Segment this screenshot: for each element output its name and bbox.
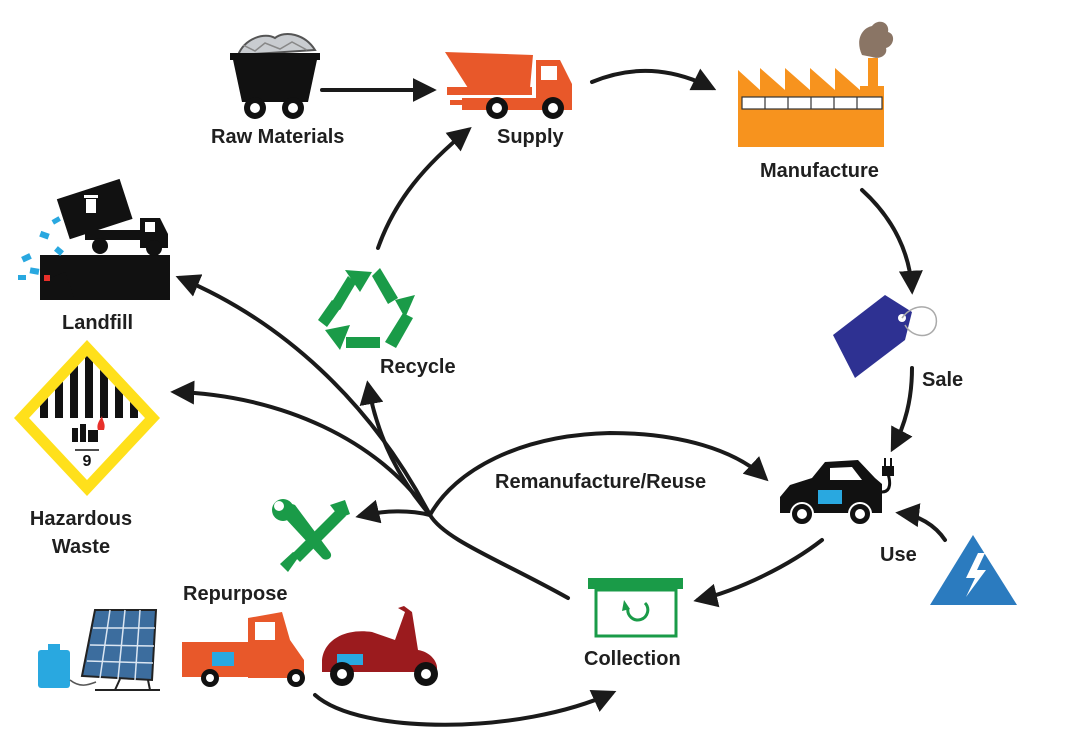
use-label: Use [880,544,917,566]
sale-label: Sale [922,369,964,391]
scooter-icon [322,606,438,686]
recycle-icon [318,268,415,350]
arrow-lightning-to-car [895,503,947,542]
manufacture-label: Manufacture [760,160,879,182]
factory-icon [738,21,894,147]
hazard-diamond-icon [14,340,160,496]
arrow-collection-to-hub [428,513,570,600]
tools-icon [272,499,350,572]
arrow-car-to-collection [693,538,824,608]
tuk-tuk-icon [182,612,305,687]
dump-truck-icon [445,52,572,119]
arrow-sale-to-use [890,366,914,453]
hazardous-waste-label-line1: Hazardous [29,508,133,530]
arrow-recycle-to-supply [376,126,472,250]
landfill-label: Landfill [62,312,134,334]
price-tag-icon [833,295,938,378]
lightning-icon [930,535,1017,605]
solar-panel-icon [38,609,160,691]
arrow-supply-to-manufacture [590,68,717,91]
mine-cart-icon [230,33,320,119]
hazard-class-number: 9 [83,453,92,470]
raw-materials-label: Raw Materials [211,126,345,148]
electric-car-icon [780,458,894,526]
remanufacture-reuse-label: Remanufacture/Reuse [495,471,707,493]
landfill-truck-icon [18,178,170,300]
hazardous-waste-label-line2: Waste [51,536,111,558]
repurpose-label: Repurpose [183,583,288,605]
arrow-hub-to-remanufacture [428,430,769,517]
arrow-repurpose-to-collection [313,690,617,727]
recycle-label: Recycle [380,356,456,378]
collection-label: Collection [584,648,681,670]
arrow-hub-to-hazardous [170,380,432,517]
supply-label: Supply [497,126,564,148]
arrow-manufacture-to-sale [860,188,923,295]
arrow-hub-to-repurpose [355,499,432,524]
collection-bin-icon [588,578,683,638]
arrow-hub-to-landfill [175,274,432,517]
